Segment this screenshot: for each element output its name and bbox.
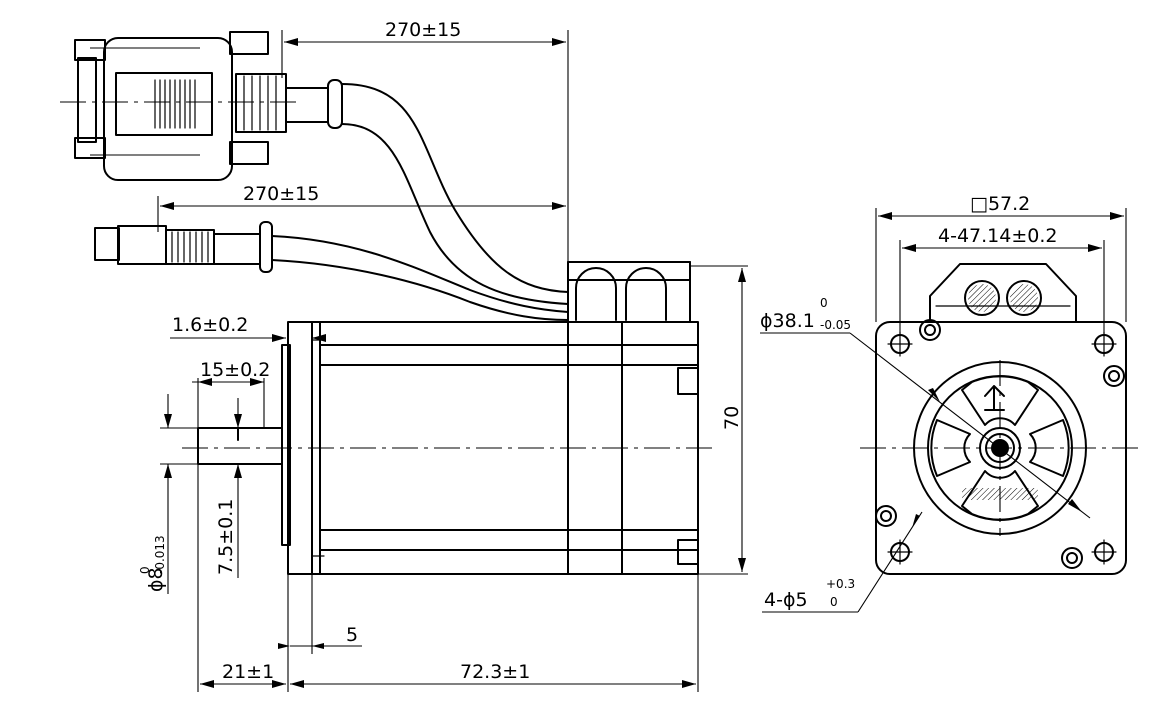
screws (875, 319, 1125, 569)
front-connector-block (929, 263, 1077, 323)
shaft-diameter-base: ϕ8 (145, 567, 167, 592)
dim-flange-thickness: 1.6±0.2 (170, 314, 326, 342)
cable-length-label-1: 270±15 (385, 19, 461, 41)
dim-hole-spacing: 4-47.14±0.2 (899, 225, 1105, 334)
dim-height: 70 (690, 265, 748, 575)
hole-spacing-label: 4-47.14±0.2 (938, 225, 1057, 247)
dim-cable-power: 270±15 (157, 183, 566, 232)
shaft-diameter-tol-upper: 0 (138, 566, 152, 574)
dim-rear-step: 5 (278, 574, 362, 654)
flange-thickness-label: 1.6±0.2 (172, 314, 248, 336)
db-connector (60, 31, 343, 181)
rear-step-label: 5 (346, 624, 358, 646)
cable-length-label-2: 270±15 (243, 183, 319, 205)
dim-pilot-diameter: ϕ38.1 0 -0.05 (760, 296, 1091, 519)
power-connector (94, 221, 273, 273)
front-view: □57.2 4-47.14±0.2 ϕ38.1 0 -0.05 4-ϕ5 (760, 193, 1140, 613)
flange-square-label: □57.2 (970, 193, 1030, 215)
pilot-tol-upper: 0 (820, 296, 828, 310)
shaft-key-label: 15±0.2 (200, 359, 270, 381)
dim-cable-encoder: 270±15 (281, 19, 569, 262)
side-view: 270±15 270±15 1.6±0.2 15±0.2 (60, 19, 748, 692)
cables (271, 83, 569, 321)
pilot-diameter-base: ϕ38.1 (760, 310, 815, 332)
mount-holes (887, 331, 1117, 565)
dim-shaft-diameter: ϕ8 0 -0.013 (138, 394, 198, 594)
shaft-diameter-tol-lower: -0.013 (153, 535, 167, 574)
shaft-extension-label: 21±1 (222, 661, 274, 683)
mount-holes-tol-upper: +0.3 (826, 577, 855, 591)
dim-shaft-key: 15±0.2 (192, 359, 270, 428)
motor-shaft (197, 427, 283, 465)
mount-holes-base: 4-ϕ5 (764, 589, 808, 611)
dim-mount-holes: 4-ϕ5 +0.3 0 (762, 511, 923, 613)
body-length-label: 72.3±1 (460, 661, 530, 683)
dim-shaft-flat: 7.5±0.1 (215, 398, 242, 578)
shaft-flat-label: 7.5±0.1 (215, 499, 237, 575)
dim-flange-square: □57.2 (875, 193, 1127, 322)
mount-holes-tol-lower: 0 (830, 595, 838, 609)
dim-bottom: 21±1 72.3±1 (197, 464, 699, 692)
height-label: 70 (721, 406, 743, 430)
pilot-hub (860, 360, 1140, 536)
pilot-tol-lower: -0.05 (820, 318, 851, 332)
